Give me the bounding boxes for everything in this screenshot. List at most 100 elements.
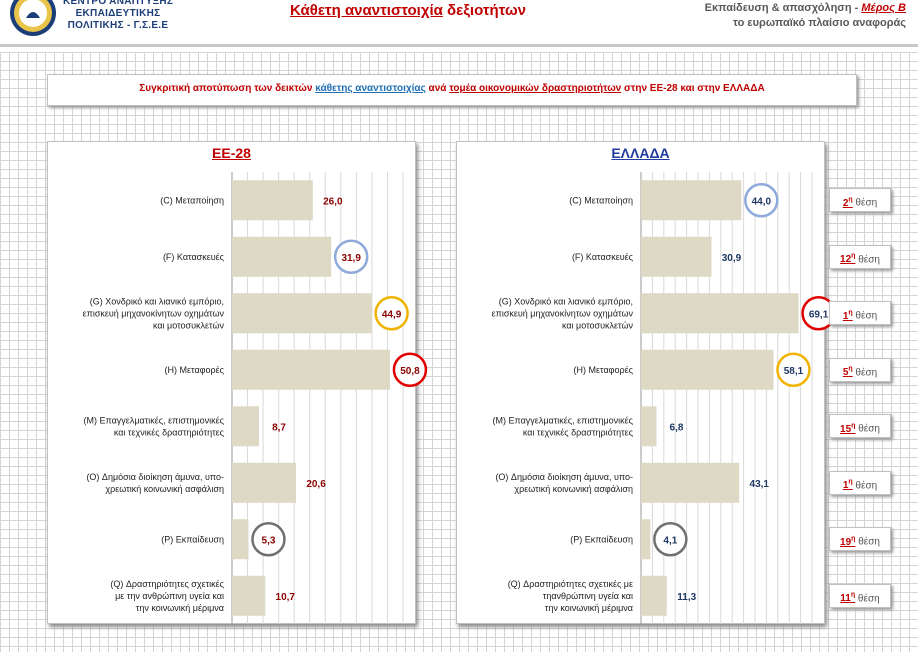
subtitle-keyword: τομέα οικονομικών δραστηριοτήτων [449, 83, 622, 94]
greece-category-label: (P) Εκπαίδευση [570, 534, 633, 544]
rank-badge: 1η θέση [829, 470, 891, 495]
eu28-value-label: 44,9 [382, 309, 402, 320]
eu28-category-label: (P) Εκπαίδευση [161, 534, 224, 544]
rank-number: 5η [842, 365, 853, 379]
eu28-category-label: (O) Δημόσια διοίκηση άμυνα, υπο-χρεωτική… [86, 472, 224, 494]
rank-badge: 15η θέση [829, 414, 891, 439]
rank-suffix: η [848, 196, 853, 204]
organization-logo-icon [10, 0, 56, 36]
greece-bar [641, 462, 740, 503]
rank-suffix: η [848, 365, 853, 373]
subtitle-part: Συγκριτική αποτύπωση των δεικτών [139, 83, 316, 94]
logo-text: ΚΕΝΤΡΟ ΑΝΑΠΤΥΞΗΣ ΕΚΠΑΙΔΕΥΤΙΚΗΣ ΠΟΛΙΤΙΚΗΣ… [63, 0, 173, 32]
greece-bar [641, 349, 774, 390]
rank-word: θέση [852, 480, 878, 492]
rank-suffix: η [851, 422, 856, 430]
header-bar: ΚΕΝΤΡΟ ΑΝΑΠΤΥΞΗΣ ΕΚΠΑΙΔΕΥΤΙΚΗΣ ΠΟΛΙΤΙΚΗΣ… [0, 0, 918, 44]
eu28-bar-chart: (C) Μεταποίηση 26,0 (F) Κατασκευές 31,9 (G) … [83, 172, 428, 624]
eu28-category-label: (C) Μεταποίηση [160, 195, 224, 205]
eu28-value-label: 50,8 [400, 366, 420, 377]
eu28-category-label: (F) Κατασκευές [163, 252, 225, 262]
eu28-category-label: (H) Μεταφορές [165, 365, 225, 375]
rank-word: θέση [852, 367, 878, 379]
eu28-bar [232, 462, 297, 503]
logo-line: ΚΕΝΤΡΟ ΑΝΑΠΤΥΞΗΣ [63, 0, 174, 7]
rank-suffix: η [851, 535, 856, 543]
eu28-value-label: 26,0 [323, 196, 343, 207]
header-divider [0, 44, 918, 47]
greece-bar [641, 293, 799, 334]
eu28-value-label: 8,7 [272, 422, 286, 433]
logo-line: ΠΟΛΙΤΙΚΗΣ - Γ.Σ.Ε.Ε [67, 20, 169, 31]
eu28-bar [232, 349, 390, 390]
rank-suffix: η [850, 591, 856, 599]
rank-number: 19η [840, 535, 856, 548]
page-title-underlined: Κάθετη αναντιστοιχία [290, 2, 443, 19]
section-part: Μέρος Β [861, 2, 906, 14]
rank-word: θέση [855, 536, 880, 548]
rank-badge: 19η θέση [829, 527, 891, 552]
eu28-bar [232, 236, 332, 277]
greece-value-label: 4,1 [663, 535, 677, 546]
rank-suffix: η [848, 309, 853, 317]
greece-value-label: 11,3 [677, 592, 696, 603]
rank-word: θέση [852, 310, 878, 322]
eu28-category-label: (G) Χονδρικό και λιανικό εμπόριο,επισκευ… [83, 296, 225, 330]
logo-line: ΕΚΠΑΙΔΕΥΤΙΚΗΣ [75, 8, 161, 19]
subtitle-box: Συγκριτική αποτύπωση των δεικτών κάθετης… [47, 74, 857, 106]
eu28-bar [232, 180, 313, 221]
rank-word: θέση [852, 197, 878, 209]
greece-value-label: 30,9 [722, 253, 742, 264]
greece-bar [641, 519, 651, 560]
rank-number: 1η [842, 478, 853, 492]
rank-badge: 2η θέση [829, 188, 891, 213]
greece-highlight-circle [744, 183, 779, 218]
rank-number: 11η [840, 591, 856, 605]
rank-suffix: η [851, 252, 856, 260]
rank-number: 1η [842, 309, 853, 322]
greece-bar [641, 575, 667, 616]
section-line2: το ευρωπαϊκό πλαίσιο αναφοράς [733, 17, 906, 29]
rank-word: θέση [855, 593, 880, 605]
rank-badge: 12η θέση [829, 244, 891, 269]
greece-chart-title: ΕΛΛΑΔΑ [611, 145, 670, 161]
greece-bar [641, 406, 657, 447]
greece-value-label: 43,1 [750, 479, 770, 490]
rank-number: 15η [840, 422, 856, 435]
greece-value-label: 69,1 [809, 309, 829, 320]
eu28-highlight-circle [333, 239, 369, 274]
rank-badge: 1η θέση [829, 301, 891, 326]
greece-category-label: (C) Μεταποίηση [569, 195, 633, 205]
greece-category-label: (O) Δημόσια διοίκηση άμυνα, υπο-χρεωτική… [495, 472, 633, 494]
subtitle-part: στην ΕΕ-28 και στην ΕΛΛΑΔΑ [621, 83, 765, 94]
rank-word: θέση [855, 423, 880, 435]
section-line1: Εκπαίδευση & απασχόληση - [704, 2, 862, 14]
eu28-highlight-circle [374, 296, 409, 331]
page-title: Κάθετη αναντιστοιχία δεξιοτήτων [290, 2, 526, 19]
greece-category-label: (G) Χονδρικό και λιανικό εμπόριο,επισκευ… [492, 296, 634, 330]
page-title-rest: δεξιοτήτων [442, 2, 526, 19]
eu28-value-label: 31,9 [341, 253, 361, 264]
eu28-bar [232, 575, 266, 616]
section-label: Εκπαίδευση & απασχόληση - Μέρος Β το ευρ… [705, 1, 906, 31]
rank-number: 2η [842, 196, 853, 209]
rank-word: θέση [855, 254, 880, 266]
eu28-chart-title: ΕΕ-28 [212, 145, 251, 161]
greece-value-label: 6,8 [670, 422, 684, 433]
greece-highlight-circle [653, 522, 688, 557]
eu28-highlight-circle [392, 352, 428, 387]
eu28-value-label: 10,7 [276, 592, 296, 603]
rank-suffix: η [848, 478, 853, 486]
greece-highlight-circle [776, 352, 811, 387]
eu28-bar [232, 519, 249, 560]
greece-bar [641, 236, 712, 277]
eu28-value-label: 5,3 [262, 535, 276, 546]
eu28-highlight-circle [251, 522, 286, 557]
eu28-value-label: 20,6 [306, 479, 326, 490]
rank-badge: 11η θέση [829, 583, 891, 608]
